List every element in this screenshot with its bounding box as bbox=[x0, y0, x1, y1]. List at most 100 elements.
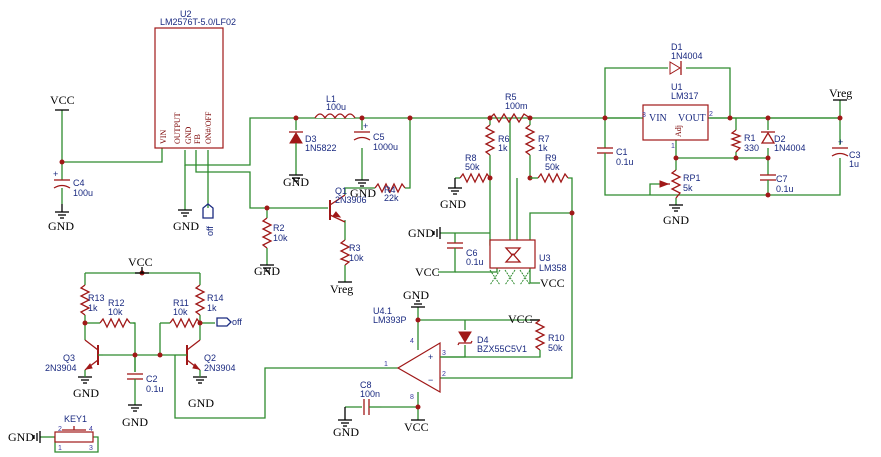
q1-value: 2N3906 bbox=[335, 195, 367, 205]
u3-opamp[interactable]: U3 LM358 bbox=[489, 239, 567, 286]
u2-pin-gnd: GND bbox=[184, 126, 193, 144]
u4-value: LM393P bbox=[373, 315, 407, 325]
u4-comparator[interactable]: U4.1 LM393P + − 1 3 2 4 8 bbox=[373, 306, 446, 401]
key1-switch[interactable]: KEY1 2 4 1 3 bbox=[54, 414, 94, 452]
r9-resistor[interactable]: R9 50k bbox=[530, 153, 569, 184]
r12-resistor[interactable]: R12 10k bbox=[99, 298, 135, 329]
c3-ref: C3 bbox=[849, 150, 861, 160]
rp1-value: 5k bbox=[683, 183, 693, 193]
q2-transistor[interactable]: Q2 2N3904 bbox=[175, 339, 236, 377]
u2-regulator[interactable]: U2 LM2576T-5.0/LF02 VIN OUTPUT GND FB ON… bbox=[154, 9, 236, 149]
u1-pin-vout: VOUT bbox=[678, 113, 706, 124]
u1-pinnum-vout: 2 bbox=[709, 111, 713, 118]
vcc-label: VCC bbox=[415, 265, 440, 279]
c8-value: 100n bbox=[360, 389, 380, 399]
r4-ref: R4 bbox=[384, 185, 396, 195]
vreg-label: Vreg bbox=[829, 86, 852, 100]
r14-value: 1k bbox=[207, 303, 217, 313]
vcc-label: VCC bbox=[50, 93, 75, 107]
r3-resistor[interactable]: R3 10k bbox=[339, 239, 364, 266]
c4-value: 100u bbox=[73, 188, 93, 198]
c2-ref: C2 bbox=[146, 374, 158, 384]
c7-value: 0.1u bbox=[776, 184, 794, 194]
d2-diode[interactable]: D2 1N4004 bbox=[760, 131, 806, 153]
c1-capacitor[interactable]: C1 0.1u bbox=[597, 147, 634, 167]
r10-value: 50k bbox=[548, 343, 563, 353]
c6-capacitor[interactable]: C6 0.1u bbox=[447, 242, 484, 267]
r11-ref: R11 bbox=[173, 298, 189, 308]
gnd-label: GND bbox=[333, 425, 359, 439]
d3-diode[interactable]: D3 1N5822 bbox=[289, 131, 337, 153]
l1-inductor[interactable]: L1 100u bbox=[314, 94, 356, 120]
gnd-label: GND bbox=[350, 186, 376, 200]
gnd-label: GND bbox=[408, 226, 434, 240]
r2-ref: R2 bbox=[273, 223, 285, 233]
r3-value: 10k bbox=[349, 253, 364, 263]
c2-capacitor[interactable]: C2 0.1u bbox=[127, 373, 164, 394]
r13-ref: R13 bbox=[88, 293, 105, 303]
d2-ref: D2 bbox=[774, 134, 786, 144]
q3-transistor[interactable]: Q3 2N3904 bbox=[45, 339, 103, 377]
c5-capacitor[interactable]: + C5 1000u bbox=[353, 121, 398, 152]
r2-resistor[interactable]: R2 10k bbox=[261, 217, 288, 249]
off-net-label-r14: off bbox=[216, 317, 242, 327]
r13-resistor[interactable]: R13 1k bbox=[79, 284, 105, 316]
r11-resistor[interactable]: R11 10k bbox=[169, 298, 201, 329]
d4-ref: D4 bbox=[477, 335, 489, 345]
off-net-label-u2: off bbox=[202, 203, 215, 236]
r6-resistor[interactable]: R6 1k bbox=[484, 124, 510, 156]
c7-capacitor[interactable]: C7 0.1u bbox=[760, 174, 794, 194]
u1-regulator[interactable]: U1 LM317 VIN VOUT Adj 3 2 1 bbox=[642, 82, 713, 150]
u4-pin-vn: 8 bbox=[410, 394, 414, 401]
c4-capacitor[interactable]: + C4 100u bbox=[53, 169, 93, 204]
r10-resistor[interactable]: R10 50k bbox=[440, 319, 565, 358]
r12-value: 10k bbox=[108, 307, 123, 317]
u3-ref: U3 bbox=[539, 253, 551, 263]
u1-pinnum-adj: 1 bbox=[671, 143, 675, 150]
gnd-label: GND bbox=[173, 219, 199, 233]
rp1-potentiometer[interactable]: RP1 5k bbox=[659, 169, 701, 199]
q1-ref: Q1 bbox=[335, 186, 347, 196]
c1-value: 0.1u bbox=[616, 157, 634, 167]
q3-value: 2N3904 bbox=[45, 363, 77, 373]
r5-resistor[interactable]: R5 100m bbox=[489, 92, 531, 124]
q3-ref: Q3 bbox=[63, 353, 75, 363]
r7-resistor[interactable]: R7 1k bbox=[524, 124, 550, 156]
q1-transistor[interactable]: Q1 2N3906 bbox=[329, 186, 367, 223]
c2-value: 0.1u bbox=[146, 384, 164, 394]
r13-value: 1k bbox=[88, 303, 98, 313]
d4-zener[interactable]: D4 BZX55C5V1 bbox=[457, 331, 527, 354]
c1-ref: C1 bbox=[616, 147, 628, 157]
gnd-label: GND bbox=[254, 264, 280, 278]
c8-capacitor[interactable]: C8 100n bbox=[360, 380, 382, 415]
r1-value: 330 bbox=[744, 143, 759, 153]
rp1-ref: RP1 bbox=[683, 173, 701, 183]
vcc-label: VCC bbox=[404, 420, 429, 434]
d1-diode[interactable]: D1 1N4004 bbox=[669, 42, 703, 75]
u2-pin-onoff: ON#/OFF bbox=[204, 111, 213, 144]
r11-value: 10k bbox=[173, 307, 188, 317]
gnd-label: GND bbox=[403, 288, 429, 302]
vcc-symbol-u3b: VCC bbox=[540, 276, 565, 290]
c3-capacitor[interactable]: + C3 1u bbox=[831, 137, 861, 169]
r12-ref: R12 bbox=[108, 298, 125, 308]
vreg-symbol-right: Vreg bbox=[829, 86, 852, 101]
c6-value: 0.1u bbox=[466, 257, 484, 267]
r3-ref: R3 bbox=[349, 243, 361, 253]
vcc-symbol-r10: VCC bbox=[508, 312, 540, 326]
key1-ref: KEY1 bbox=[64, 414, 87, 424]
vcc-symbol-mid: VCC bbox=[128, 255, 153, 274]
r4-value: 22k bbox=[384, 193, 399, 203]
u2-value: LM2576T-5.0/LF02 bbox=[160, 17, 236, 27]
r14-ref: R14 bbox=[207, 293, 224, 303]
u1-pin-vin: VIN bbox=[649, 113, 667, 124]
r1-resistor[interactable]: R1 330 bbox=[730, 129, 759, 153]
vcc-symbol-u3: VCC bbox=[415, 265, 440, 279]
r4-resistor[interactable]: R4 22k bbox=[374, 182, 406, 203]
u2-ref: U2 bbox=[180, 9, 192, 19]
r8-resistor[interactable]: R8 50k bbox=[459, 153, 491, 184]
gnd-label: GND bbox=[283, 175, 309, 189]
r14-resistor[interactable]: R14 1k bbox=[194, 284, 224, 316]
d2-value: 1N4004 bbox=[774, 143, 806, 153]
